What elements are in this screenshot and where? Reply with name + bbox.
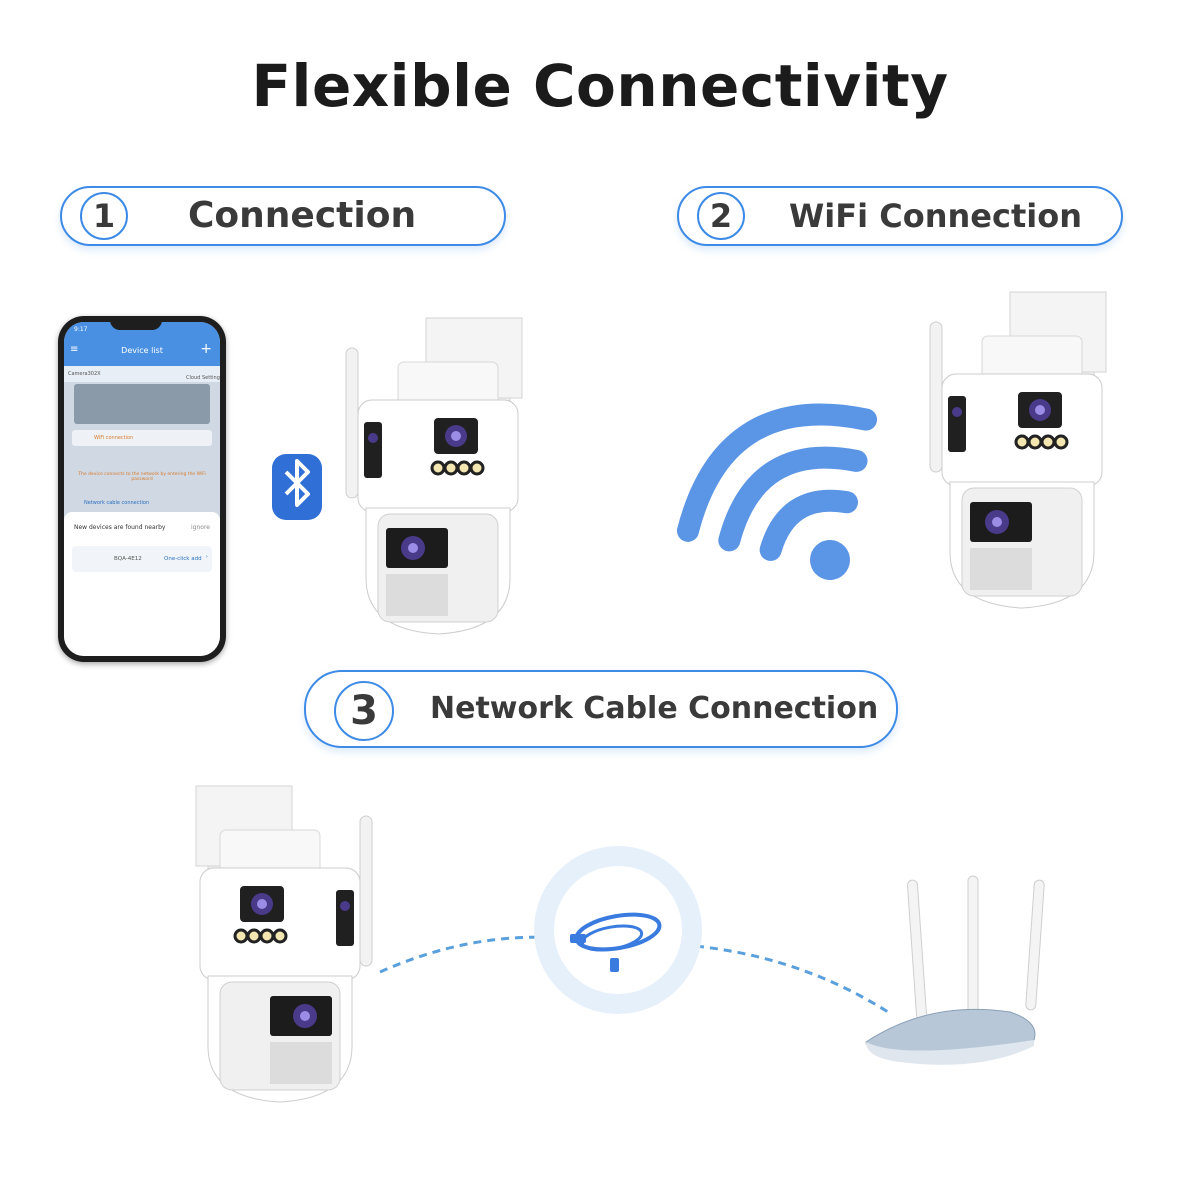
wifi-description: The device connects to the network by en…: [78, 472, 206, 482]
link-line: [379, 935, 561, 974]
status-time: 9:17: [74, 326, 88, 333]
step-3-pill: 3 Network Cable Connection: [304, 670, 898, 748]
phone-notch: [110, 316, 162, 330]
router-icon: [865, 875, 1045, 1065]
step-2-number: 2: [697, 192, 745, 240]
wifi-icon: [676, 403, 878, 580]
security-camera-icon: [928, 290, 1108, 610]
security-camera-icon: [194, 784, 374, 1104]
menu-icon[interactable]: ≡: [70, 344, 79, 355]
security-camera-icon: [344, 316, 524, 636]
cloud-tab[interactable]: Cloud: [186, 375, 201, 381]
step-2-pill: 2 WiFi Connection: [677, 186, 1123, 246]
camera-row: Camera302X Cloud Setting: [64, 366, 220, 382]
page-title: Flexible Connectivity: [251, 52, 949, 120]
one-click-add-button[interactable]: One-click add: [164, 556, 202, 562]
sheet-header: New devices are found nearby: [74, 524, 166, 531]
step-1-label: Connection: [188, 195, 417, 236]
smartphone: 9:17 ≡ Device list + Camera302X Cloud Se…: [58, 316, 226, 662]
ethernet-cable-icon: [534, 846, 702, 1014]
app-title: Device list: [121, 346, 163, 355]
bluetooth-icon: [272, 454, 322, 520]
device-id: BQA-4E12: [114, 556, 142, 562]
camera-name: Camera302X: [68, 371, 101, 377]
app-bar: ≡ Device list +: [64, 338, 220, 366]
step-2-label: WiFi Connection: [789, 197, 1082, 235]
setting-tab[interactable]: Setting: [202, 375, 220, 381]
step-3-label: Network Cable Connection: [430, 691, 879, 726]
new-devices-sheet: New devices are found nearby ignore BQA-…: [64, 512, 220, 656]
wifi-connection-label: WiFi connection: [94, 435, 134, 441]
step-3-number: 3: [334, 681, 394, 741]
status-bar: 9:17: [64, 322, 220, 338]
add-icon[interactable]: +: [200, 341, 212, 357]
wifi-connection-item[interactable]: WiFi connection: [72, 430, 212, 446]
camera-thumbnail[interactable]: [74, 384, 210, 424]
phone-screen: 9:17 ≡ Device list + Camera302X Cloud Se…: [64, 322, 220, 656]
link-line: [667, 942, 889, 1014]
step-1-number: 1: [80, 192, 128, 240]
step-1-pill: 1 Connection: [60, 186, 506, 246]
device-row[interactable]: BQA-4E12 One-click add ›: [72, 546, 212, 572]
chevron-right-icon: ›: [205, 554, 208, 560]
ignore-button[interactable]: ignore: [191, 524, 210, 531]
network-cable-item[interactable]: Network cable connection: [84, 500, 150, 506]
